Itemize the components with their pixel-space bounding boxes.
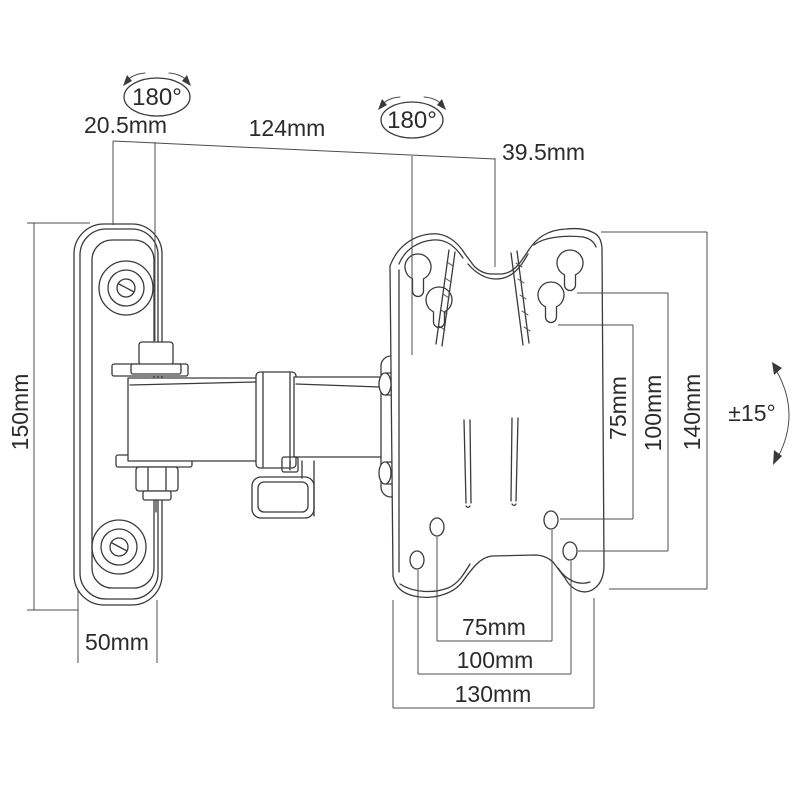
vesa-plate (389, 227, 605, 598)
dim-left-group: 150mm 50mm (7, 222, 158, 663)
tilt-annotation: ±15° (728, 362, 790, 465)
dim-vesa-h100-label: 100mm (457, 647, 534, 673)
plate-crease-right (510, 250, 531, 507)
rotation-badge-wall: 180° (123, 72, 191, 117)
dim-vesa-v100-label: 100mm (640, 375, 666, 452)
wall-screw-bottom (91, 519, 147, 575)
dim-top-group: 20.5mm 124mm 39.5mm (84, 112, 585, 355)
dim-vesa-h75-label: 75mm (462, 614, 526, 640)
rotation-badge-head: 180° (378, 96, 446, 139)
wall-plate (73, 223, 163, 606)
dim-vesa-height-label: 140mm (679, 374, 705, 451)
tilt-label: ±15° (728, 400, 775, 426)
mount-arm (127, 371, 383, 519)
cable-clip (251, 456, 315, 519)
rotation-wall-label: 180° (132, 84, 182, 111)
plate-crease-left (435, 249, 472, 509)
dim-plate-width-label: 50mm (85, 629, 149, 655)
wall-screw-top (98, 260, 154, 316)
dim-plate-height-label: 150mm (7, 374, 33, 451)
vesa-bottom-holes (409, 510, 578, 570)
rotation-head-label: 180° (387, 107, 437, 134)
dim-arm-length-label: 124mm (249, 115, 326, 141)
dim-bottom-group: 75mm 100mm 130mm (392, 530, 595, 709)
dim-vesa-v75-label: 75mm (605, 376, 631, 440)
dim-vesa-width-label: 130mm (455, 681, 532, 707)
dim-right-group: 75mm 100mm 140mm (558, 231, 708, 590)
vesa-keyholes (404, 249, 584, 329)
dim-head-depth-label: 39.5mm (502, 139, 585, 165)
